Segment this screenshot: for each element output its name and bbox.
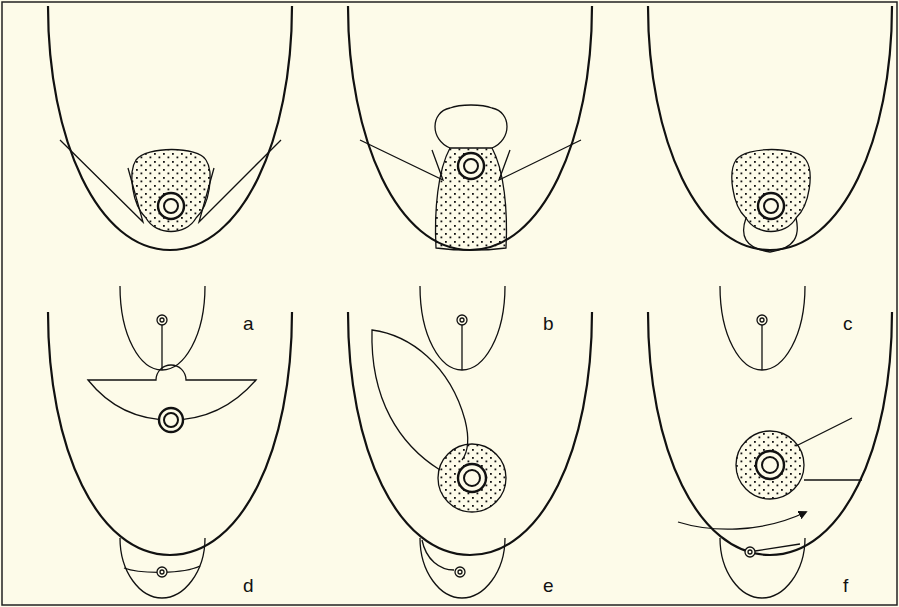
- panel-c: [648, 6, 892, 370]
- panel-a: [48, 6, 292, 370]
- panel-f: [648, 312, 892, 598]
- panel-letter: f: [843, 576, 848, 595]
- panel-letter: a: [243, 314, 254, 333]
- panel-e: [348, 312, 592, 598]
- panel-b: [348, 6, 592, 370]
- panel-letter: c: [843, 314, 853, 333]
- panel-letter: b: [543, 314, 554, 333]
- panel-letter: d: [243, 576, 254, 595]
- panel-d: [48, 312, 292, 598]
- panel-letter: e: [543, 576, 554, 595]
